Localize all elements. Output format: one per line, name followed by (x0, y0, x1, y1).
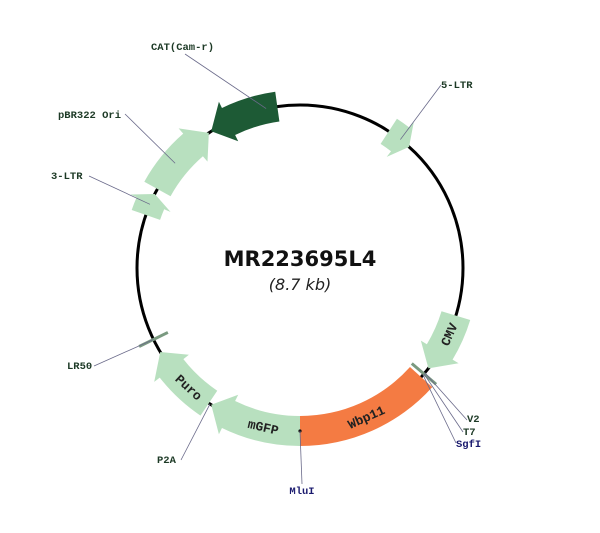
leader-line (93, 339, 154, 367)
leader-line (424, 372, 468, 421)
leader-line (88, 175, 151, 205)
label-mlui: MluI (289, 486, 314, 498)
feature-label-mgfp: mGFP (246, 417, 280, 439)
feature-cat-cam-r (211, 91, 280, 142)
label-t7: T7 (463, 427, 476, 439)
leader-line (184, 53, 267, 109)
feature-cmv (420, 311, 471, 369)
leader-line (423, 373, 464, 433)
leader-line (400, 84, 442, 140)
feature-3-ltr (130, 193, 171, 220)
label-5-ltr: 5-LTR (441, 80, 473, 92)
feature-wbp11 (300, 367, 433, 446)
plasmid-size: (8.7 kb) (269, 275, 331, 294)
label-sgfi: SgfI (456, 439, 481, 451)
label-v2: V2 (467, 414, 480, 426)
leader-line-layer (88, 53, 468, 485)
label-p2a: P2A (157, 455, 177, 467)
feature-pbr322-ori (144, 128, 209, 197)
feature-5-ltr (380, 118, 414, 157)
feature-puro (154, 351, 218, 416)
plasmid-name: MR223695L4 (224, 247, 377, 271)
label-cat-cam-r: CAT(Cam-r) (151, 42, 214, 54)
label-lr50: LR50 (67, 361, 92, 373)
leader-line (299, 430, 303, 485)
leader-line (422, 374, 457, 444)
label-3-ltr: 3-LTR (51, 171, 83, 183)
leader-line (180, 403, 211, 461)
feature-mgfp (211, 394, 300, 446)
leader-line (124, 113, 176, 164)
label-pbr322-ori: pBR322 Ori (58, 110, 121, 122)
